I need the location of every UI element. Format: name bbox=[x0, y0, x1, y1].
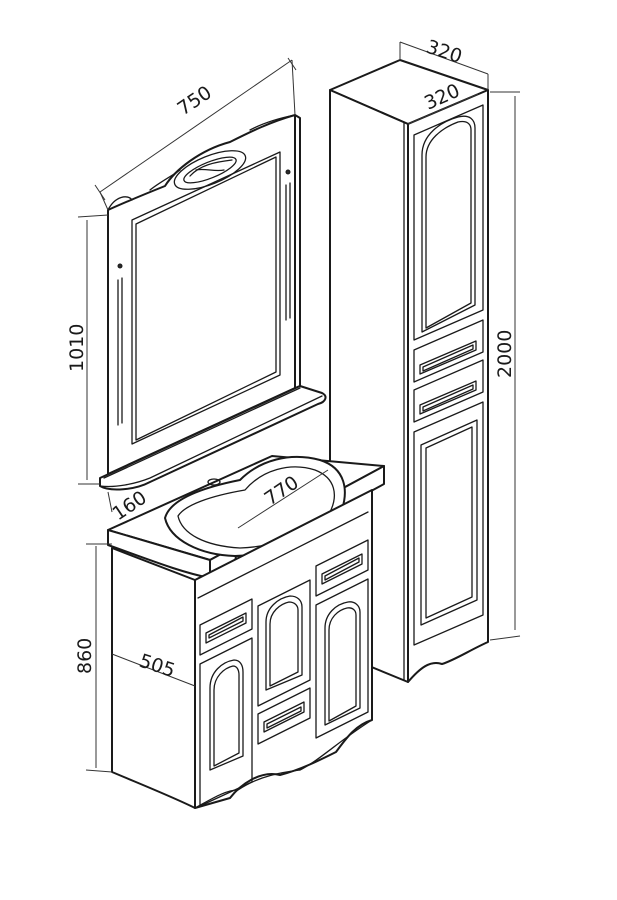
mirror bbox=[99, 114, 327, 491]
vanity bbox=[107, 455, 385, 809]
mirror-dimensions bbox=[77, 57, 297, 513]
vanity-dimensions bbox=[85, 469, 329, 773]
vanity-height-label: 860 bbox=[74, 638, 96, 674]
mirror-height-label: 1010 bbox=[66, 324, 88, 372]
column-height-label: 2000 bbox=[494, 330, 516, 378]
mirror-width-label: 750 bbox=[173, 82, 215, 121]
column-depth-label: 320 bbox=[423, 36, 464, 68]
column-dimensions bbox=[399, 41, 521, 641]
